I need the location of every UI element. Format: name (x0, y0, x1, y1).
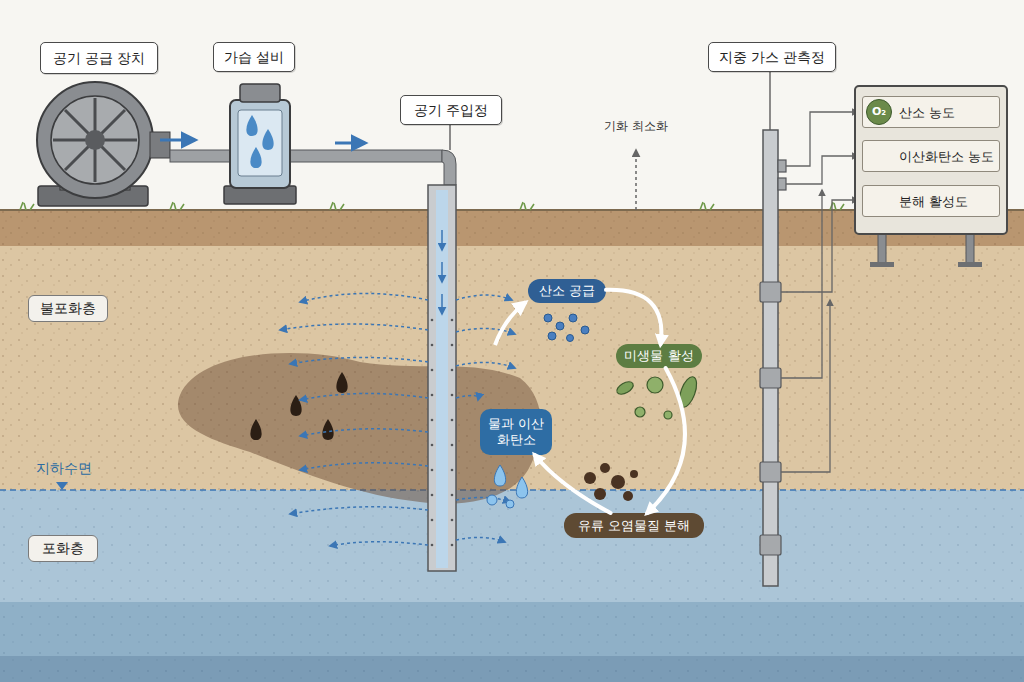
equipment-label: 가습 설비 (213, 42, 295, 72)
process-pill: 유류 오염물질 분해 (564, 513, 704, 538)
oxygen-icon: O₂ (866, 99, 892, 125)
node-text: 산소 공급 (539, 283, 595, 299)
process-pill: 물과 이산화탄소 (480, 409, 552, 455)
node-text: 가습 설비 (224, 49, 284, 66)
water-table-label: 지하수면 (36, 460, 92, 478)
node-text: 물과 이산화탄소 (484, 416, 548, 447)
node-text: 유류 오염물질 분해 (578, 518, 690, 534)
process-pill: 미생물 활성 (616, 344, 702, 368)
node-text: 불포화층 (40, 300, 96, 317)
node-text: 공기 공급 장치 (53, 50, 146, 67)
process-pill: 산소 공급 (528, 279, 606, 303)
zone-label: 포화층 (28, 535, 98, 562)
node-text: 분해 활성도 (899, 194, 968, 209)
node-text: 산소 농도 (899, 105, 955, 120)
node-text: 공기 주입정 (414, 102, 488, 119)
node-text: 미생물 활성 (624, 348, 693, 364)
note-label: 기화 최소화 (604, 118, 668, 135)
cycle-arrow (606, 290, 661, 344)
zone-label: 불포화층 (28, 295, 108, 322)
equipment-label: 공기 공급 장치 (40, 42, 158, 74)
cycle-arrow (647, 368, 685, 513)
well-label: 지중 가스 관측정 (708, 42, 836, 72)
well-label: 공기 주입정 (400, 95, 502, 125)
monitor-row: 분해 활성도 (862, 185, 1000, 217)
cycle-arrow (535, 455, 611, 513)
monitor-row: 산소 농도 O₂ (862, 96, 1000, 128)
node-text: 이산화탄소 농도 (899, 149, 994, 164)
monitor-row: 이산화탄소 농도 (862, 140, 1000, 172)
node-text: 포화층 (42, 540, 84, 557)
node-text: 지중 가스 관측정 (719, 49, 826, 66)
node-text: O₂ (872, 105, 886, 118)
